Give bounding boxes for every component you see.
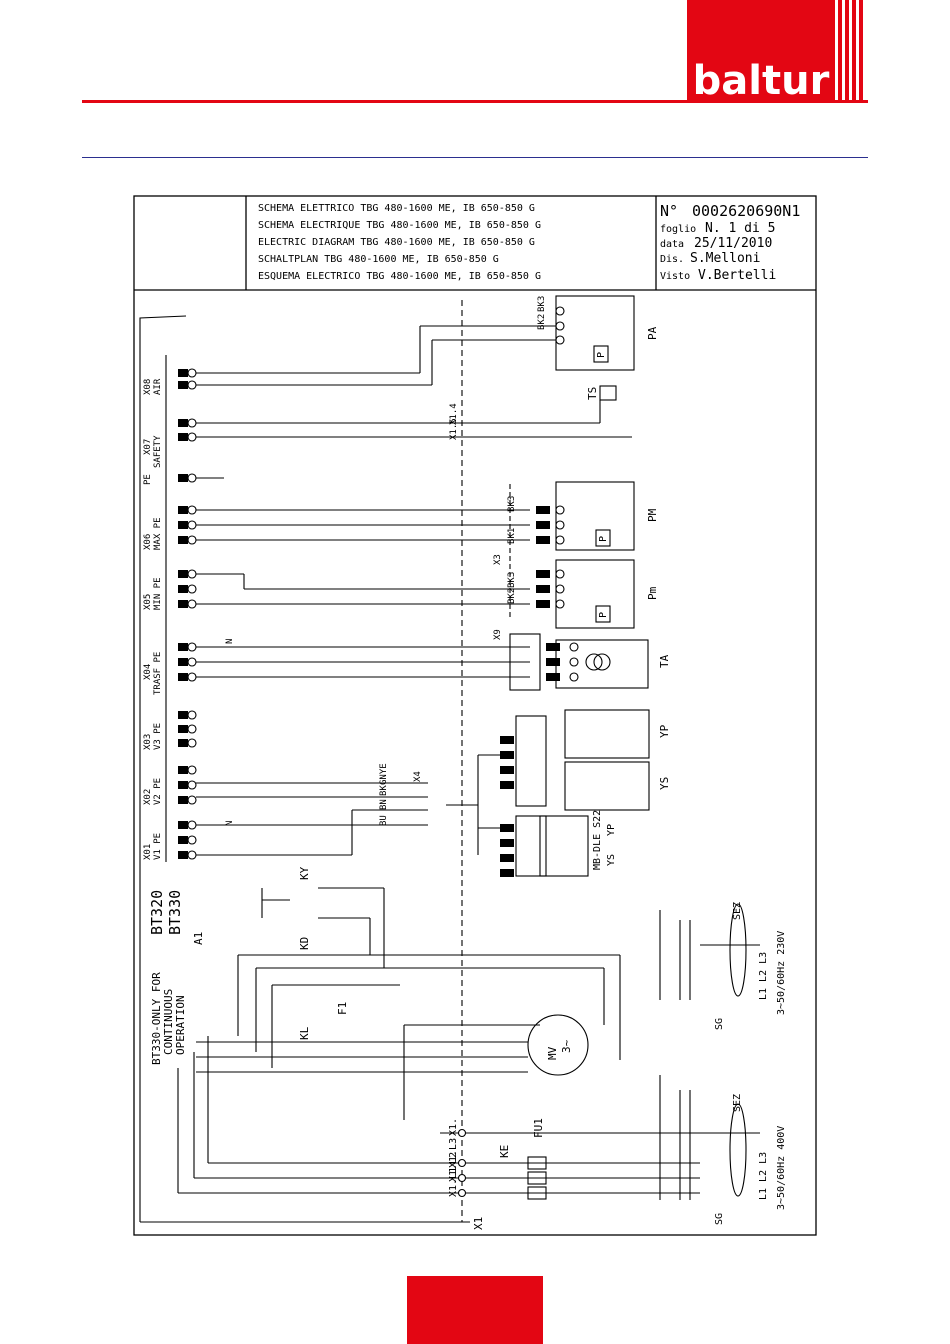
svg-text:P: P [596,352,607,358]
wire-bk3-pa: BK3 [537,296,547,312]
title-es: ESQUEMA ELECTRICO TBG 480-1600 ME, IB 65… [258,271,541,282]
sheet-value: N. 1 di 5 [705,221,775,236]
connector-x06: X06 [143,534,153,550]
checked-value: V.Bertelli [698,268,776,283]
checked-label: Visto [660,271,690,282]
connector-x02: X02 [143,789,153,805]
connector-x02-name: V2 PE [153,778,163,805]
note-line-2: CONTINUOUS [162,989,175,1055]
connector-x06-name: MAX PE [153,517,163,550]
terminal-x1: X1 [472,1217,485,1230]
wire-bk1-pm: BK1 [507,528,517,544]
controller-bt330: BT330 [166,890,184,935]
component-ke: KE [498,1145,511,1158]
component-sg-230: SG [714,1018,725,1030]
component-fu1: FU1 [532,1118,545,1138]
terminal-x1-l2: X1.L2 [448,1152,459,1182]
title-de: SCHALTPLAN TBG 480-1600 ME, IB 650-850 G [258,254,499,265]
component-kl: KL [298,1026,311,1040]
component-sez-230: SEZ [732,902,743,920]
component-f1: F1 [336,1002,349,1015]
wire-n-x04: N [225,639,235,644]
connector-x03: X03 [143,734,153,750]
component-ts: TS [586,387,599,400]
controller-bt320: BT320 [148,890,166,935]
svg-text:P: P [598,612,609,618]
wire-bk2-pmin: BK2 [507,588,517,604]
component-ky: KY [298,866,311,880]
wire-x4: X4 [413,771,423,782]
wire-bu: BU [379,815,389,826]
component-yp-2: YP [606,824,617,836]
terminal-x1-l3: X1.L3 [448,1138,459,1168]
connector-x05: X05 [143,594,153,610]
connector-x01-name: V1 PE [153,833,163,860]
component-ys: YS [658,777,671,790]
supply-400v: 3~50/60Hz 400V [776,1126,787,1210]
connector-x04: X04 [143,664,153,680]
title-fr: SCHEMA ELECTRIQUE TBG 480-1600 ME, IB 65… [258,220,541,231]
wire-bk3-pm: BK3 [507,496,517,512]
connector-pe: PE [143,474,153,485]
connector-x07: X07 [143,439,153,455]
wire-bn: BN [379,799,389,810]
component-ys-2: YS [606,854,617,866]
phases-400: L1 L2 L3 [758,1152,769,1200]
component-ta: TA [658,654,671,668]
component-pa: PA [646,326,659,340]
connector-x04-name: TRASF PE [153,652,163,695]
connector-x07-name: SAFETY [153,435,163,468]
component-pm-max: PM [646,508,659,522]
drawn-value: S.Melloni [690,251,760,266]
connector-x03-name: V3 PE [153,723,163,750]
wire-bk: BK [379,785,389,796]
component-yp: YP [658,724,671,738]
baltur-logo: baltur [687,0,863,103]
wire-bk2-pa: BK2 [537,314,547,330]
header-rule-blue [82,157,868,158]
note-line-1: BT330-ONLY FOR [150,972,163,1065]
connector-x05-name: MIN PE [153,577,163,610]
page-marker [407,1276,543,1344]
component-sg-400: SG [714,1213,725,1225]
terminal-x1-pe: X1. [448,1118,459,1136]
drawing-number: 0002620690N1 [692,202,800,220]
brand-wordmark: baltur [693,58,830,103]
connector-x01: X01 [143,844,153,860]
motor-mv: MV [546,1046,559,1060]
component-kd: KD [298,937,311,950]
wire-x1-4: X1.4 [449,403,459,425]
supply-230v: 3~50/60Hz 230V [776,931,787,1015]
wire-x9: X9 [493,629,503,640]
wire-x1-5: X1.5 [449,418,459,440]
date-label: data [660,239,684,250]
component-pm-min: Pm [646,586,659,600]
component-sez-400: SEZ [732,1094,743,1112]
title-it: SCHEMA ELETTRICO TBG 480-1600 ME, IB 650… [258,203,535,214]
header-rule-red [82,100,868,103]
date-value: 25/11/2010 [694,236,772,251]
svg-text:P: P [598,536,609,542]
component-a1: A1 [192,932,205,945]
sheet-label: foglio [660,224,696,235]
connector-x08-name: AIR [153,378,163,395]
wire-n-x01: N [225,821,235,826]
component-mb-dle: MB-DLE S22 [592,810,603,870]
wire-x3: X3 [493,554,503,565]
note-line-3: OPERATION [174,995,187,1055]
drawn-label: Dis. [660,254,684,265]
connector-x08: X08 [143,379,153,395]
terminal-x1-l1: X1.L1 [448,1167,459,1197]
number-label: N° [660,202,678,220]
wire-bk3-pmin: BK3 [507,572,517,588]
title-en: ELECTRIC DIAGRAM TBG 480-1600 ME, IB 650… [258,237,535,248]
motor-phase: 3~ [560,1039,573,1053]
wire-gnye: GNYE [379,763,389,785]
phases-230: L1 L2 L3 [758,952,769,1000]
